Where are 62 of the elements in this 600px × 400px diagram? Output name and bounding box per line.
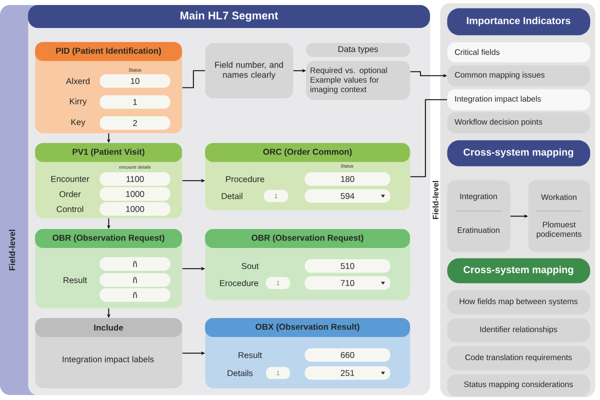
list-row: How fields map between systems — [447, 290, 590, 314]
field-label: Kirry — [70, 98, 87, 106]
segment-card — [35, 229, 182, 308]
note-box: Required vs. optional Example values for imaging context — [306, 61, 410, 100]
input-field: ñ — [100, 257, 170, 271]
section-header: Cross-system mapping — [447, 140, 590, 166]
note-box: Field number, and names clearly — [205, 43, 294, 98]
input-field: 1000 — [100, 202, 170, 216]
header-band: OBR (Observation Request) — [205, 229, 410, 248]
mapping-card: Workation Plomuest podicements — [528, 180, 590, 252]
header-band: PV1 (Patient Visit) — [35, 143, 182, 162]
segment-card — [205, 229, 410, 300]
list-row: Identifier relationships — [447, 318, 590, 342]
field-label: Key — [71, 119, 86, 127]
input-field: 1000 — [100, 187, 170, 201]
connector-line — [410, 99, 448, 178]
field-label: Details — [228, 370, 253, 376]
field-label: Control — [56, 206, 84, 212]
mapping-card: Integration Eratinuation — [447, 180, 510, 252]
segment-card — [205, 318, 410, 388]
section-header: Importance Indicators — [447, 8, 590, 36]
header-band: Include — [35, 318, 182, 337]
input-field: 1100 — [100, 172, 170, 186]
input-field: 2 — [100, 116, 170, 130]
vertical-label: Field-level — [432, 181, 438, 220]
header-band: PID (Patient Identification) — [35, 42, 182, 61]
segment-card — [35, 143, 182, 218]
list-row: Code translation requirements — [447, 346, 590, 370]
segment-card — [35, 42, 182, 134]
list-row: Status mapping considerations — [447, 374, 590, 396]
body-text: Integration impact labels — [62, 356, 154, 364]
field-label: Result — [238, 352, 262, 358]
input-field: 660 — [304, 348, 390, 362]
connector-line — [182, 70, 206, 88]
list-row: Critical fields — [447, 42, 590, 62]
list-row: Common mapping issues — [447, 65, 590, 86]
field-label: Encounter — [51, 176, 90, 182]
list-row: Workflow decision points — [447, 112, 590, 134]
header-band: OBR (Observation Request) — [35, 229, 182, 248]
input-field: 10 — [100, 74, 170, 88]
field-label: Result — [64, 276, 87, 284]
dropdown-field: 251 — [304, 366, 390, 380]
field-label: Order — [60, 190, 81, 198]
list-row: Integration impact labels — [447, 89, 590, 110]
segment-card — [35, 318, 182, 388]
segment-card — [205, 143, 410, 210]
input-field: ñ — [100, 288, 170, 302]
input-field: 180 — [304, 172, 390, 186]
header-band: OBX (Observation Result) — [205, 318, 410, 337]
dropdown-field: 594 — [304, 189, 390, 203]
input-field: 510 — [304, 259, 390, 273]
field-label: Detail — [222, 192, 242, 200]
dropdown-field: 710 — [304, 276, 390, 290]
header-pill: Data types — [306, 43, 410, 57]
input-field: ñ — [100, 273, 170, 287]
field-label: Sout — [242, 263, 259, 269]
field-label: Erocedure — [220, 280, 258, 286]
section-header: Cross-system mapping — [447, 258, 590, 284]
field-label: Alxerd — [66, 78, 90, 84]
header-band: ORC (Order Common) — [205, 143, 410, 162]
input-field: 1 — [100, 95, 170, 109]
field-label: Procedure — [226, 176, 264, 182]
